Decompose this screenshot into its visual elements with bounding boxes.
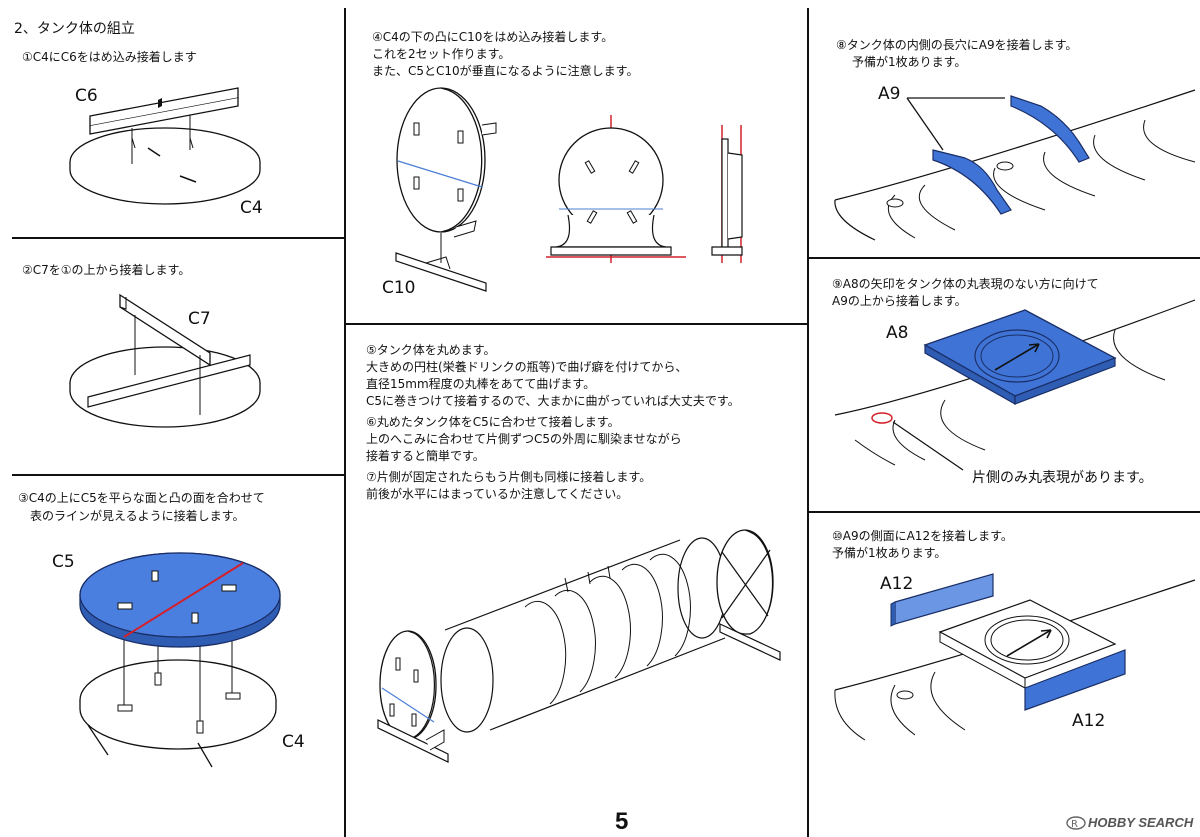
part-label-c4-lower: C4 xyxy=(282,732,305,752)
step-8-text-line1: ⑧タンク体の内側の長穴にA9を接着します。 xyxy=(836,38,1078,52)
part-label-c7: C7 xyxy=(188,309,211,329)
step-6-text-line3: 接着すると簡単です。 xyxy=(366,449,485,463)
step-7-text-line1: ⑦片側が固定されたらもう片側も同様に接着します。 xyxy=(366,470,652,484)
step-7-text-line2: 前後が水平にはまっているか注意してください。 xyxy=(366,487,629,501)
divider-h-col1-b xyxy=(12,474,344,476)
watermark-logo-icon: R xyxy=(1066,816,1086,830)
watermark-hobby-search: HOBBY SEARCH xyxy=(1088,815,1194,830)
step-5-text-line2: 大きめの円柱(栄養ドリンクの瓶等)で曲げ癖を付けてから、 xyxy=(366,360,688,374)
part-label-c10: C10 xyxy=(382,278,416,298)
divider-h-col3-b xyxy=(809,511,1200,513)
step-9-text-line1: ⑨A8の矢印をタンク体の丸表現のない方に向けて xyxy=(832,277,1099,291)
section-title: 2、タンク体の組立 xyxy=(14,21,135,37)
part-label-a9: A9 xyxy=(878,84,901,104)
divider-h-col3-a xyxy=(809,257,1200,259)
step-5-7-diagram xyxy=(377,529,781,763)
step-4-diagram xyxy=(395,87,743,292)
part-label-c6: C6 xyxy=(75,86,98,106)
step-5-text-line1: ⑤タンク体を丸めます。 xyxy=(366,343,496,357)
part-label-a12-lower: A12 xyxy=(1072,711,1106,731)
step-9-text-line2: A9の上から接着します。 xyxy=(832,294,967,308)
step-10-text-line1: ⑩A9の側面にA12を接着します。 xyxy=(832,529,1013,543)
step-3-text-line1: ③C4の上にC5を平らな面と凸の面を合わせて xyxy=(18,491,265,505)
step-2-diagram xyxy=(69,293,261,428)
step-9-diagram xyxy=(834,299,1196,471)
step-5-text-line3: 直径15mm程度の丸棒をあてて曲げます。 xyxy=(366,377,596,391)
step-4-text-line2: これを2セット作ります。 xyxy=(372,47,511,61)
step-3-text-line2: 表のラインが見えるように接着します。 xyxy=(30,509,245,523)
step-4-text-line1: ④C4の下の凸にC10をはめ込み接着します。 xyxy=(372,30,614,44)
step-5-text-line4: C5に巻きつけて接着するので、大まかに曲がっていれば大丈夫です。 xyxy=(366,394,740,408)
part-label-a8: A8 xyxy=(886,323,909,343)
divider-h-col2 xyxy=(346,323,807,325)
part-label-c5: C5 xyxy=(52,552,75,572)
step-8-diagram xyxy=(834,89,1196,241)
svg-text:R: R xyxy=(1071,819,1078,830)
divider-h-col1-a xyxy=(12,237,344,239)
step-10-text-line2: 予備が1枚あります。 xyxy=(832,546,947,560)
divider-v-left xyxy=(344,8,346,837)
step-4-text-line3: また、C5とC10が垂直になるように注意します。 xyxy=(372,64,639,78)
step-3-diagram xyxy=(79,552,281,768)
step-8-text-line2: 予備が1枚あります。 xyxy=(852,55,967,69)
page-number: 5 xyxy=(615,808,629,835)
step-10-diagram xyxy=(834,573,1196,741)
part-label-c4: C4 xyxy=(240,198,263,218)
step-1-text: ①C4にC6をはめ込み接着します xyxy=(22,50,197,64)
step-9-note: 片側のみ丸表現があります。 xyxy=(972,470,1153,486)
divider-v-right xyxy=(807,8,809,837)
step-6-text-line2: 上のへこみに合わせて片側ずつC5の外周に馴染ませながら xyxy=(366,432,682,446)
part-label-a12: A12 xyxy=(880,574,914,594)
step-2-text: ②C7を①の上から接着します。 xyxy=(22,263,191,277)
step-1-diagram xyxy=(69,87,261,205)
step-6-text-line1: ⑥丸めたタンク体をC5に合わせて接着します。 xyxy=(366,415,620,429)
